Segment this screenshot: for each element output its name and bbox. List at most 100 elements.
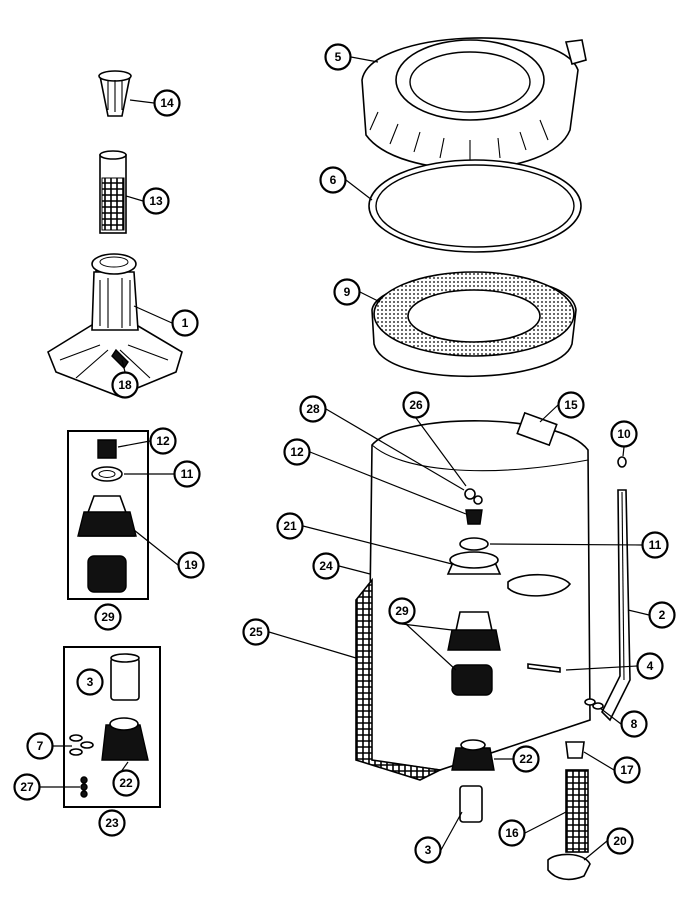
callout-circle (283, 438, 311, 466)
balance-ring-part (371, 271, 577, 378)
callout-17: 17 (613, 756, 641, 784)
callout-circle (142, 187, 170, 215)
callout-circle (149, 427, 177, 455)
callout-8: 8 (620, 710, 648, 738)
agitator-part (47, 253, 183, 397)
callout-number: 18 (118, 378, 132, 392)
callout-number: 7 (37, 739, 44, 753)
callout-circle (402, 391, 430, 419)
callout-number: 10 (617, 427, 631, 441)
callout-circle (648, 601, 676, 629)
callout-3: 3 (414, 836, 442, 864)
outer-tub-part (355, 411, 591, 781)
callout-28: 28 (299, 395, 327, 423)
callout-9: 9 (333, 278, 361, 306)
kit-23-frame (63, 646, 161, 808)
callout-number: 16 (505, 826, 519, 840)
agitator-cap-part (98, 70, 132, 117)
callout-number: 15 (564, 398, 578, 412)
callout-25: 25 (242, 618, 270, 646)
callout-26: 26 (402, 391, 430, 419)
callout-number: 9 (344, 285, 351, 299)
callout-27: 27 (13, 773, 41, 801)
callout-24: 24 (312, 552, 340, 580)
callout-circle (641, 531, 669, 559)
callout-circle (324, 43, 352, 71)
callout-circle (498, 819, 526, 847)
callout-number: 6 (330, 173, 337, 187)
kit-29-parts (77, 439, 137, 593)
callout-13: 13 (142, 187, 170, 215)
callout-circle (388, 597, 416, 625)
callout-22: 22 (512, 745, 540, 773)
callout-circle (173, 460, 201, 488)
coupling-part (584, 698, 604, 710)
tub-ring-part (361, 37, 587, 170)
callout-circle (319, 166, 347, 194)
callout-circle (13, 773, 41, 801)
callout-circle (636, 652, 664, 680)
callout-circle (98, 809, 126, 837)
callout-circle (94, 603, 122, 631)
callout-number: 11 (181, 467, 194, 481)
callout-circle (153, 89, 181, 117)
callout-11: 11 (641, 531, 669, 559)
callout-circle (606, 827, 634, 855)
callout-12: 12 (283, 438, 311, 466)
center-hub-stack (446, 488, 502, 696)
callout-circle (299, 395, 327, 423)
callout-number: 25 (249, 625, 263, 639)
nut-22-part (451, 739, 495, 771)
callout-7: 7 (26, 732, 54, 760)
clip-part (617, 456, 627, 468)
filter-16-part (565, 769, 589, 853)
callout-circle (620, 710, 648, 738)
callout-number: 26 (409, 398, 423, 412)
callout-15: 15 (557, 391, 585, 419)
sleeve-3-part (459, 785, 483, 823)
callout-19: 19 (177, 551, 205, 579)
clamp-20-part (547, 853, 591, 881)
callout-23: 23 (98, 809, 126, 837)
callout-number: 14 (160, 96, 174, 110)
callout-18: 18 (111, 371, 139, 399)
callout-circle (111, 371, 139, 399)
callout-number: 12 (156, 434, 170, 448)
callout-number: 23 (105, 816, 119, 830)
callout-circle (26, 732, 54, 760)
callout-number: 29 (101, 610, 115, 624)
callout-number: 20 (613, 834, 627, 848)
callout-16: 16 (498, 819, 526, 847)
callout-3: 3 (76, 668, 104, 696)
screw-part (527, 663, 561, 673)
callout-6: 6 (319, 166, 347, 194)
callout-circle (333, 278, 361, 306)
tube-part (601, 489, 631, 722)
agitator-filter-part (99, 150, 127, 234)
callout-21: 21 (276, 512, 304, 540)
callout-12: 12 (149, 427, 177, 455)
callout-labels: 1233456789101111121213141516171819202122… (13, 43, 676, 864)
callout-circle (242, 618, 270, 646)
callout-circle (512, 745, 540, 773)
callout-number: 29 (395, 604, 409, 618)
callout-number: 22 (519, 752, 533, 766)
callout-10: 10 (610, 420, 638, 448)
callout-number: 5 (335, 50, 342, 64)
fitting-17-part (565, 741, 585, 759)
callout-circle (414, 836, 442, 864)
callout-number: 2 (659, 608, 666, 622)
callout-number: 1 (182, 316, 189, 330)
callout-number: 24 (319, 559, 333, 573)
callout-11: 11 (173, 460, 201, 488)
callout-number: 12 (290, 445, 304, 459)
callout-1: 1 (171, 309, 199, 337)
callout-circle (112, 769, 140, 797)
callout-2: 2 (648, 601, 676, 629)
kit-23-parts (69, 653, 149, 798)
callout-4: 4 (636, 652, 664, 680)
kit-29-frame (67, 430, 149, 600)
callout-circle (177, 551, 205, 579)
callout-29: 29 (388, 597, 416, 625)
